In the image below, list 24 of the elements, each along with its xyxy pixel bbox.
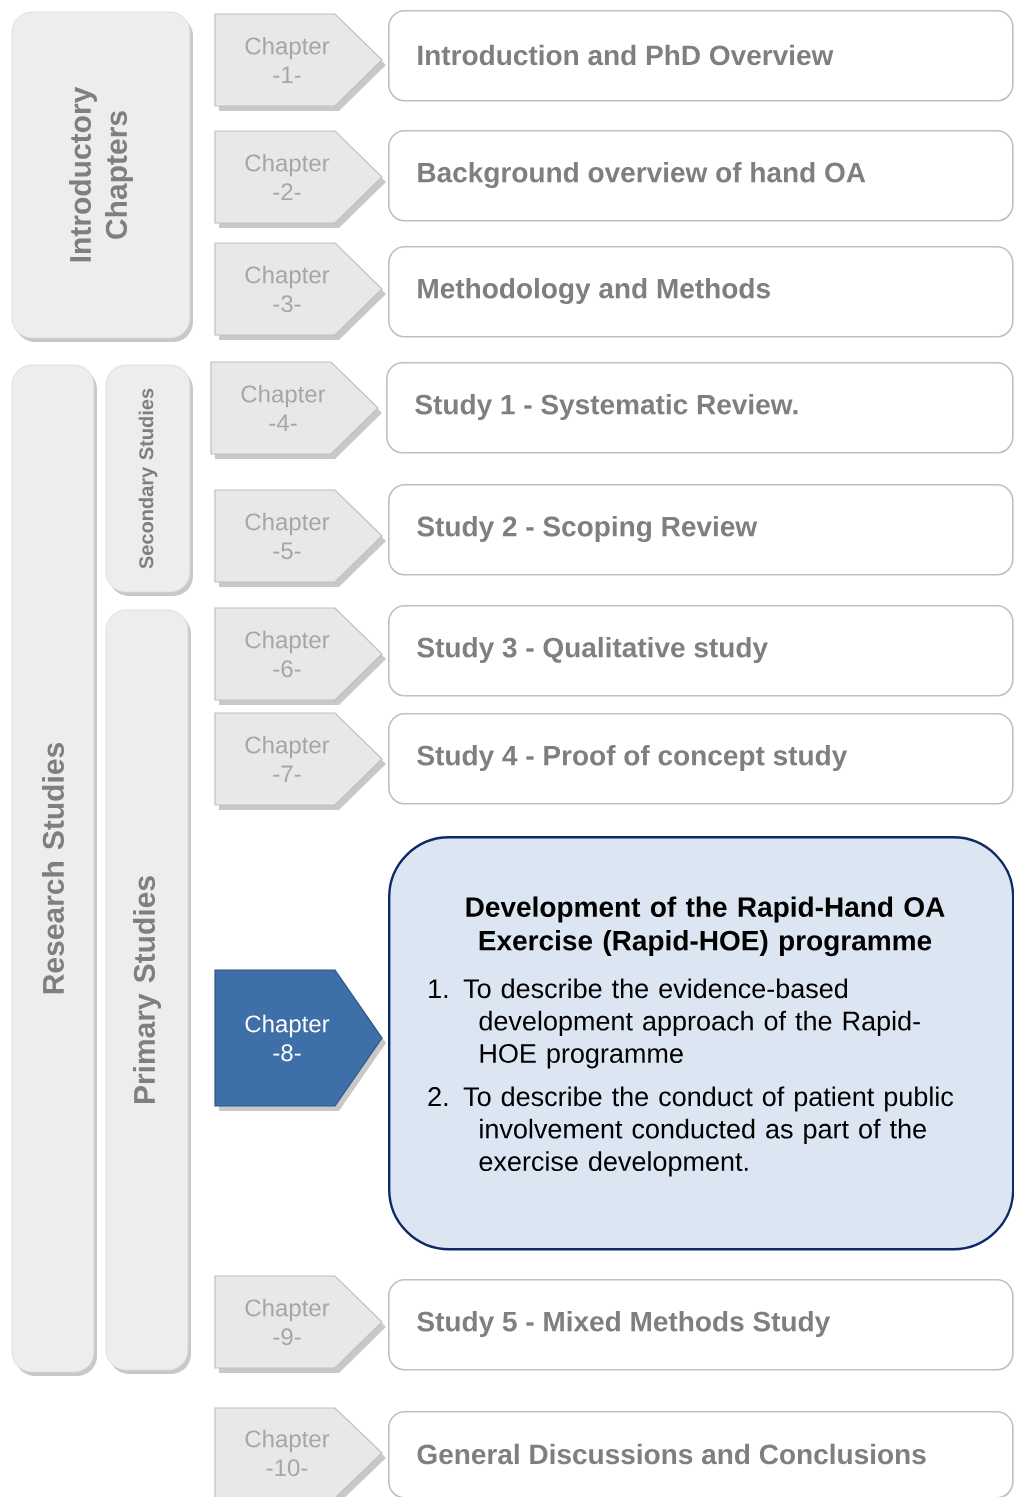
chapter-pentagon: Chapter -3-	[214, 242, 386, 340]
chapter-pentagon: Chapter -9-	[214, 1275, 386, 1373]
chapter-title-box: Introduction and PhD Overview	[388, 10, 1014, 102]
chapter-pentagon: Chapter -5-	[214, 489, 386, 587]
chapter-title-box: Background overview of hand OA	[388, 130, 1014, 222]
chapter-title-box: General Discussions and Conclusions	[388, 1411, 1014, 1497]
chapter-title-box: Study 4 - Proof of concept study	[388, 713, 1014, 805]
chapter-title-box: Study 3 - Qualitative study	[388, 605, 1014, 697]
band: Primary Studies	[105, 609, 191, 1374]
chapter-pentagon: Chapter -6-	[214, 607, 386, 705]
chapter-pentagon: Chapter -2-	[214, 130, 386, 228]
chapter-pentagon: Chapter -4-	[210, 361, 382, 459]
chapter-pentagon: Chapter -10-	[214, 1407, 386, 1497]
chapter-title-box: Study 2 - Scoping Review	[388, 484, 1014, 576]
chapter-title-box: Methodology and Methods	[388, 246, 1014, 338]
chapter-title-box: Study 1 - Systematic Review.	[386, 362, 1014, 454]
chapter-pentagon: Chapter -1-	[214, 13, 386, 111]
chapter-pentagon: Chapter -8-	[214, 969, 386, 1111]
band: Secondary Studies	[105, 364, 193, 596]
objectives-box: Development of the Rapid-Hand OA Exercise (Rapid-HOE) programme 1. To describe the evidence-based development approach of the Rapid-HOE programme 2. To describe the conduct of patient public involvement conducted as part of the exercise development.	[388, 836, 1014, 1251]
chapter-title-box: Study 5 - Mixed Methods Study	[388, 1279, 1014, 1371]
band: Introductory Chapters	[11, 11, 193, 342]
band: Research Studies	[11, 364, 97, 1376]
chapter-pentagon: Chapter -7-	[214, 712, 386, 810]
